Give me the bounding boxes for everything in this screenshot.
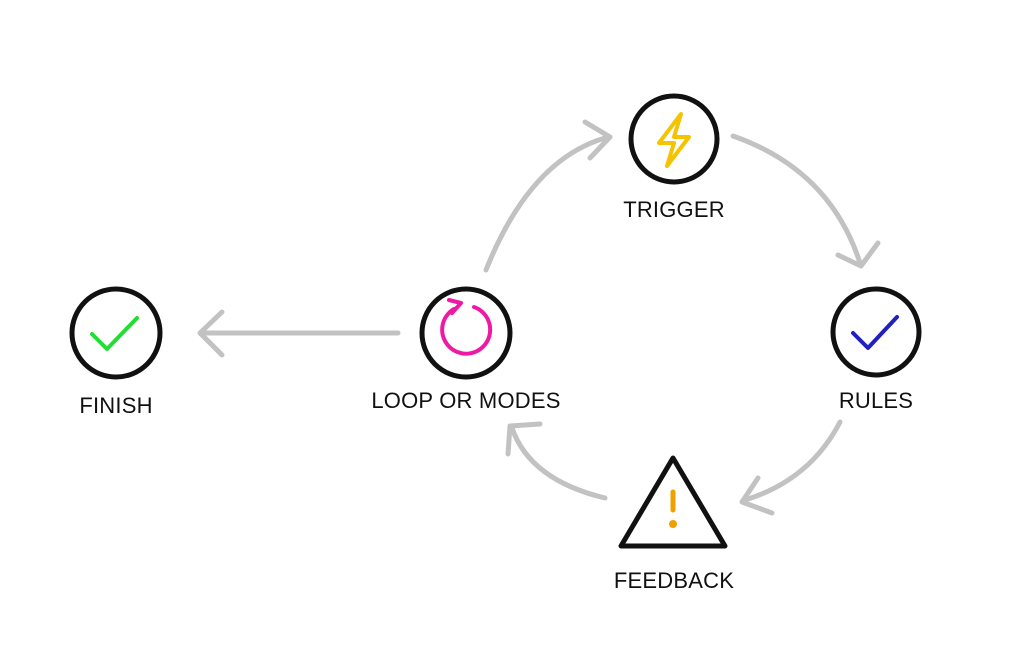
finish-node: [69, 286, 163, 380]
feedback-label: FEEDBACK: [613, 568, 735, 593]
loop-node: [419, 286, 513, 380]
rules-node-ring: [830, 286, 922, 378]
checkmark-icon: [851, 315, 899, 350]
warning-icon: [669, 489, 677, 528]
arrow-feedback-to-loop: [505, 421, 608, 501]
trigger-node: [628, 93, 720, 185]
loop-node-ring: [419, 286, 513, 380]
loop-icon: [440, 298, 493, 356]
rules-label: RULES: [838, 388, 914, 413]
finish-node-ring: [69, 286, 163, 380]
rules-node: [830, 286, 922, 378]
arrow-loop-to-finish: [197, 309, 401, 358]
checkmark-icon: [90, 316, 139, 351]
lightning-icon: [657, 112, 691, 168]
loop-label: LOOP OR MODES: [371, 388, 561, 413]
feedback-node: [618, 455, 728, 549]
arrow-loop-to-trigger: [483, 119, 613, 273]
arrow-trigger-to-rules: [730, 133, 881, 269]
finish-label: FINISH: [79, 393, 153, 418]
arrow-rules-to-feedback: [739, 419, 843, 516]
trigger-label: TRIGGER: [623, 197, 725, 222]
